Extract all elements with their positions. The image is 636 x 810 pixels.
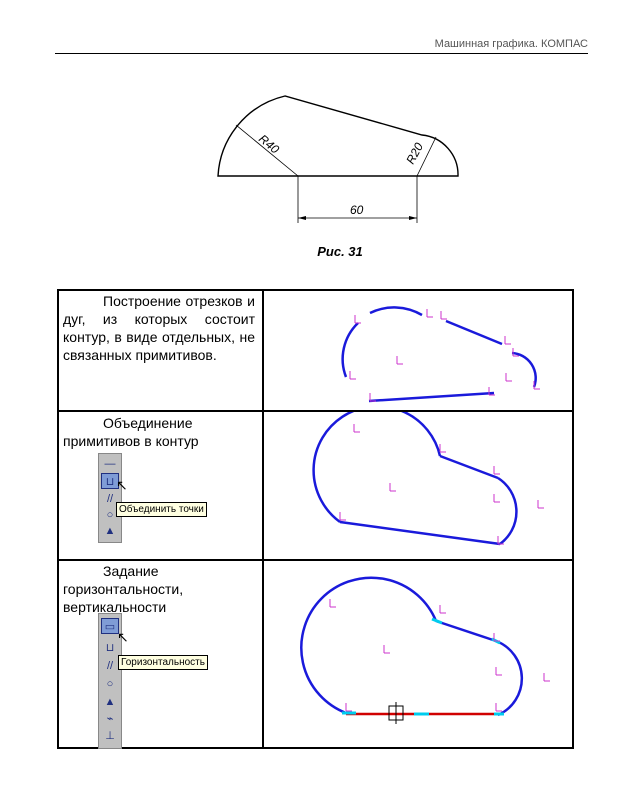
dimension-icon[interactable]: ⌁ bbox=[106, 713, 114, 725]
row-1-text: Построение отрезков и дуг, из которых со… bbox=[63, 293, 255, 363]
tooltip-horizontal: Горизонтальность bbox=[118, 655, 208, 670]
row-divider bbox=[59, 410, 572, 412]
dim-r40: R40 bbox=[256, 132, 282, 157]
geometry-toolbar: — ⊔ // ○ ▲ bbox=[98, 453, 122, 543]
tooltip-merge: Объединить точки bbox=[116, 502, 207, 517]
running-header: Машинная графика. КОМПАС bbox=[434, 38, 588, 50]
row-2-text: Объединение примитивов в контур bbox=[63, 415, 199, 449]
tangent-icon[interactable]: ○ bbox=[106, 509, 114, 521]
row-3-text: Задание горизонтальности, вертикальности bbox=[63, 563, 184, 615]
mouse-cursor-icon: ↖ bbox=[116, 477, 128, 493]
row-3-drawing bbox=[300, 576, 550, 724]
row-1-drawing bbox=[341, 306, 540, 403]
symmetry-icon[interactable]: ▲ bbox=[104, 696, 116, 708]
row-divider bbox=[59, 559, 572, 561]
merge-points-icon[interactable]: ⊔ bbox=[101, 473, 119, 489]
parallel-icon[interactable]: // bbox=[106, 660, 114, 672]
dim-60: 60 bbox=[350, 203, 364, 217]
steps-table: Построение отрезков и дуг, из которых со… bbox=[57, 289, 574, 749]
fix-point-icon[interactable]: ⊥ bbox=[105, 730, 115, 742]
tangent-icon[interactable]: ○ bbox=[106, 678, 114, 690]
merge-points-icon[interactable]: ⊔ bbox=[105, 642, 115, 654]
header-rule bbox=[55, 53, 588, 54]
table-divider bbox=[262, 291, 264, 747]
horizontal-constraint-icon[interactable]: ▭ bbox=[101, 618, 119, 634]
dim-r20: R20 bbox=[403, 140, 426, 166]
row-2-drawing bbox=[312, 412, 544, 546]
figure-31-drawing: R40 R20 60 bbox=[217, 95, 459, 223]
figure-caption: Рис. 31 bbox=[317, 244, 363, 259]
constraints-toolbar: ▭ ⊔ // ○ ▲ ⌁ ⊥ bbox=[98, 613, 122, 749]
parallel-icon[interactable]: // bbox=[106, 493, 114, 505]
line-tool-icon[interactable]: — bbox=[104, 458, 116, 470]
symmetry-icon[interactable]: ▲ bbox=[104, 525, 116, 537]
mouse-cursor-icon: ↖ bbox=[117, 629, 129, 645]
